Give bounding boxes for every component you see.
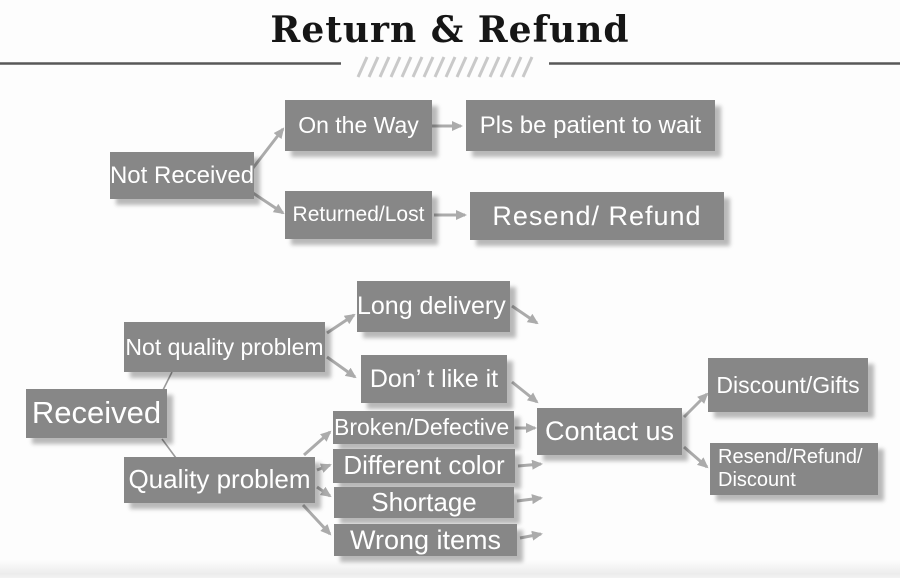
edge-received-to-quality-problem [161,438,177,459]
node-wrong-items: Wrong items [334,524,517,556]
edge-not-quality-to-long-delivery [326,313,356,335]
edge-quality-problem-to-wrong-items [301,503,332,536]
edge-not-quality-to-dont-like [326,355,357,379]
edge-contact-us-to-discount-gifts [682,392,709,419]
edge-not-received-to-returned-lost [252,191,285,215]
node-returned-lost: Returned/Lost [285,191,432,239]
edge-received-to-not-quality [162,371,173,391]
edge-quality-problem-to-shortage [316,485,332,498]
node-resend-refund-discount: Resend/Refund/ Discount [710,443,878,495]
edge-contact-us-to-resend-discount [683,445,709,469]
edge-not-received-to-on-the-way [251,127,285,169]
divider-hatch-icon [356,56,534,78]
node-dont-like-it: Don’ t like it [361,355,507,403]
node-received: Received [26,389,167,438]
node-contact-us: Contact us [537,408,682,455]
node-not-quality-problem: Not quality problem [124,322,325,372]
node-shortage: Shortage [334,487,514,518]
edge-long-delivery-out [511,304,539,325]
node-pls-be-patient: Pls be patient to wait [466,100,715,151]
node-discount-gifts: Discount/Gifts [708,358,868,412]
node-different-color: Different color [333,449,515,483]
edge-different-color-out [517,459,543,470]
node-quality-problem: Quality problem [124,457,315,503]
edge-wrong-items-out [519,530,543,541]
edge-dont-like-to-contact-us [511,380,539,404]
node-not-received: Not Received [110,152,254,199]
node-long-delivery: Long delivery [357,281,510,332]
node-resend-refund: Resend/ Refund [470,192,724,240]
edge-shortage-out [516,494,543,505]
node-on-the-way: On the Way [285,100,432,151]
edge-quality-problem-to-broken-defective [303,430,332,457]
edge-quality-problem-to-different-color [316,463,332,473]
node-broken-defective: Broken/Defective [333,411,514,444]
page-title: Return & Refund [270,9,630,51]
